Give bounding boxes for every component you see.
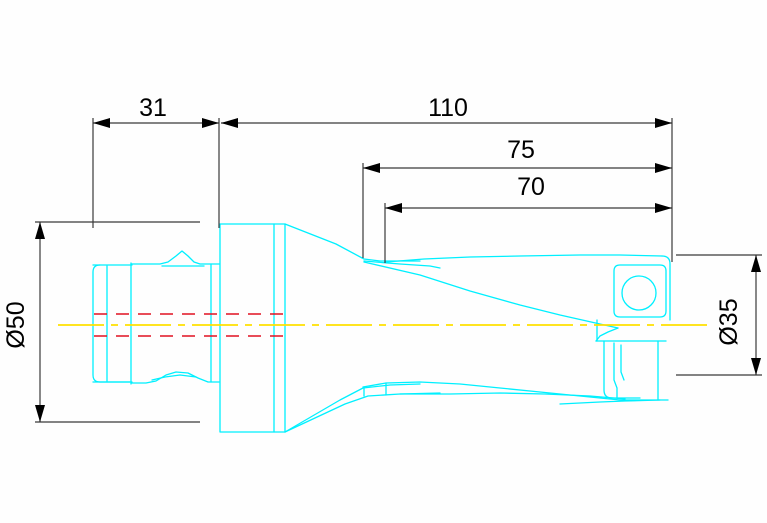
dim-label-31: 31 [139,94,167,122]
taper-shank [92,250,220,385]
arrow-70-right [655,203,672,213]
arrow-110-right [655,118,672,128]
tip-lower-inner [603,340,641,399]
arrow-d35-bottom [751,358,761,375]
dim-label-75: 75 [507,136,535,164]
flute-bottom-edge-2 [399,392,626,400]
part-geometry [58,223,714,433]
dim-label-d35: Ø35 [715,298,743,345]
flange [219,223,286,433]
drill-tip [559,255,671,405]
shank-bottom-profile-inner [151,374,197,381]
dim-label-d50: Ø50 [2,301,30,348]
flute-helix-to-tip [595,327,619,342]
arrow-31-left [93,118,110,128]
shank-bottom-profile [130,371,220,384]
tip-lower-margin [613,342,618,399]
arrow-75-right [655,163,672,173]
arrow-d35-top [751,255,761,272]
tip-bottom-flare [559,399,661,405]
coolant-channel [94,313,288,337]
flute-helix-upper [363,261,619,329]
insert-screw-hole [621,275,657,311]
arrow-70-left [385,203,402,213]
arrow-110-left [221,118,238,128]
insert-pocket [613,264,667,318]
flute-bottom-taper [284,383,421,433]
flute-body [284,223,663,433]
drive-notch-top [130,250,220,265]
flute-top-step [363,260,441,269]
flange-body [219,223,286,433]
arrow-31-right [202,118,219,128]
tip-lower-margin-2 [620,344,625,381]
dim-label-70: 70 [517,173,545,201]
dimensions-layer: 31 110 75 70 Ø50 [2,94,762,423]
tip-right-top-edge [661,255,671,321]
dim-label-110: 110 [428,94,468,122]
arrow-d50-top [35,222,45,239]
arrow-75-left [363,163,380,173]
arrow-d50-bottom [35,405,45,422]
flute-top-edge [385,254,663,263]
